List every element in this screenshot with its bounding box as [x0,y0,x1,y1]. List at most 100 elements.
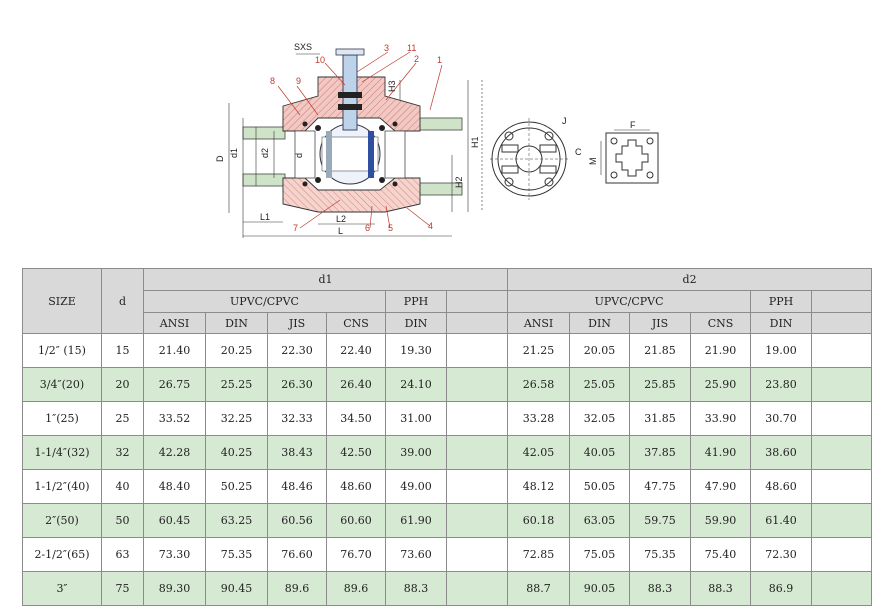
d2-value-cell: 42.05 [507,435,571,470]
label-9: 9 [296,76,301,86]
d1-value-cell: 60.60 [326,503,386,538]
d2-value-cell: 72.85 [507,537,571,572]
d1-blank-cell [445,537,509,572]
d1-value-cell: 20.25 [205,333,268,368]
label-4: 4 [428,221,433,231]
d1-value-cell: 63.25 [205,503,268,538]
d2-value-cell: 90.05 [569,571,631,606]
d1-value-cell: 25.25 [205,367,268,402]
d1-value-cell: 26.75 [143,367,206,402]
size-cell: 3/4″(20) [22,367,102,402]
d2-value-cell: 59.90 [690,503,752,538]
d1-value-cell: 22.30 [267,333,327,368]
d2-value-cell: 61.40 [750,503,813,538]
d1-value-cell: 89.30 [143,571,206,606]
d2-blank-cell [811,401,873,436]
d2-value-cell: 20.05 [569,333,631,368]
label-C: C [575,147,582,157]
d1-value-cell: 42.28 [143,435,206,470]
d1-value-cell: 38.43 [267,435,327,470]
d-header: d [101,268,144,334]
d1-value-cell: 48.60 [326,469,386,504]
label-L2: L2 [336,214,346,224]
label-D: D [215,155,225,162]
d1-value-cell: 76.60 [267,537,327,572]
d2-blank-header [811,290,873,313]
size-cell: 3″ [22,571,102,606]
d1-blank-sub [445,312,509,334]
label-F: F [630,120,636,130]
d2-value-cell: 23.80 [750,367,813,402]
d-cell: 40 [101,469,144,504]
label-h3: H3 [387,80,397,92]
d-cell: 20 [101,367,144,402]
d1-blank-cell [445,469,509,504]
d1-jis-header: JIS [267,312,327,334]
label-d1: d1 [229,148,239,158]
d2-jis-header: JIS [629,312,692,334]
label-11: 11 [407,43,416,53]
d1-blank-cell [445,503,509,538]
d2-value-cell: 37.85 [629,435,692,470]
d2-value-cell: 25.05 [569,367,631,402]
d1-value-cell: 60.45 [143,503,206,538]
label-8: 8 [270,76,275,86]
d1-value-cell: 21.40 [143,333,206,368]
d1-value-cell: 22.40 [326,333,386,368]
d1-cns-header: CNS [326,312,386,334]
size-cell: 1-1/2″(40) [22,469,102,504]
d2-value-cell: 88.3 [629,571,692,606]
label-10: 10 [315,55,325,65]
top-square-view [600,129,659,184]
d2-value-cell: 86.9 [750,571,813,606]
d1-value-cell: 34.50 [326,401,386,436]
size-cell: 1″(25) [22,401,102,436]
d1-value-cell: 26.40 [326,367,386,402]
label-L: L [338,226,343,236]
d2-din-header: DIN [569,312,631,334]
d1-value-cell: 49.00 [385,469,447,504]
d1-value-cell: 42.50 [326,435,386,470]
d2-value-cell: 88.3 [690,571,752,606]
valve-technical-drawing: SXS 3 11 1 2 10 8 9 7 6 5 4 H3 H1 H2 D d… [0,0,895,250]
d1-value-cell: 33.52 [143,401,206,436]
d2-value-cell: 19.00 [750,333,813,368]
d1-value-cell: 32.25 [205,401,268,436]
d2-cns-header: CNS [690,312,752,334]
label-sxs: SXS [294,42,312,52]
size-cell: 1/2″ (15) [22,333,102,368]
d2-blank-cell [811,367,873,402]
d2-value-cell: 48.60 [750,469,813,504]
d1-value-cell: 26.30 [267,367,327,402]
d1-blank-header [445,290,509,313]
d2-value-cell: 33.90 [690,401,752,436]
flange-end-view [490,118,568,200]
d2-upvc-header: UPVC/CPVC [507,290,752,313]
label-J: J [562,116,567,126]
d-cell: 75 [101,571,144,606]
size-cell: 1-1/4″(32) [22,435,102,470]
d2-blank-cell [811,333,873,368]
d2-value-cell: 59.75 [629,503,692,538]
d1-din-header: DIN [205,312,268,334]
label-d2: d2 [260,148,270,158]
d-cell: 25 [101,401,144,436]
valve-drawing-svg: SXS 3 11 1 2 10 8 9 7 6 5 4 H3 H1 H2 D d… [215,42,659,238]
dimension-lines [228,53,483,238]
label-5: 5 [388,223,393,233]
d1-blank-cell [445,435,509,470]
d2-value-cell: 75.35 [629,537,692,572]
d1-blank-cell [445,571,509,606]
d2-value-cell: 21.25 [507,333,571,368]
label-M: M [588,158,598,166]
d2-value-cell: 21.90 [690,333,752,368]
d2-value-cell: 60.18 [507,503,571,538]
d-cell: 32 [101,435,144,470]
d2-value-cell: 30.70 [750,401,813,436]
d1-value-cell: 31.00 [385,401,447,436]
d-cell: 63 [101,537,144,572]
d1-value-cell: 19.30 [385,333,447,368]
d2-value-cell: 26.58 [507,367,571,402]
